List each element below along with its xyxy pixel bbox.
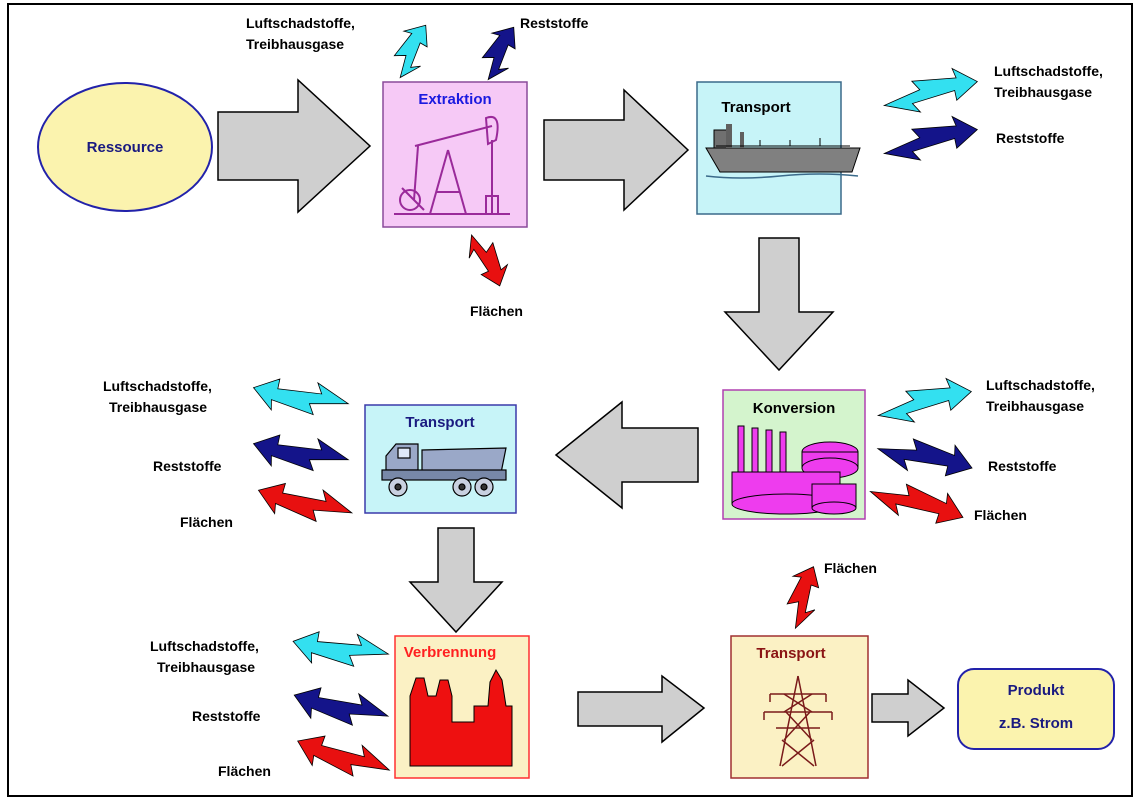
transport-power-land-bolt bbox=[786, 566, 820, 630]
tanker-ship-icon bbox=[705, 124, 861, 179]
transport-truck-air-bolt bbox=[252, 378, 350, 416]
flow-arrow-transport-produkt bbox=[871, 678, 946, 738]
transport-ship-residue-label: Reststoffe bbox=[996, 130, 1065, 146]
konversion-residue-bolt bbox=[876, 438, 973, 477]
oil-pump-icon bbox=[394, 116, 510, 215]
flow-arrow-transport-konversion bbox=[723, 237, 835, 372]
extraktion-air-label-2: Treibhausgase bbox=[246, 36, 344, 52]
flow-arrow-ressource-extraktion bbox=[217, 78, 372, 214]
transport-power-title: Transport bbox=[756, 645, 825, 662]
refinery-icon bbox=[731, 425, 859, 515]
transport-truck-air-label-2: Treibhausgase bbox=[109, 399, 207, 415]
transport-truck-residue-bolt bbox=[252, 434, 350, 472]
transport-truck-residue-label: Reststoffe bbox=[153, 458, 222, 474]
node-transport-ship: Transport bbox=[696, 81, 861, 215]
konversion-air-bolt bbox=[876, 377, 973, 423]
node-verbrennung: Verbrennung bbox=[394, 635, 530, 779]
ressource-label: Ressource bbox=[87, 139, 164, 156]
flow-arrow-transport-verbrennung bbox=[408, 527, 504, 634]
node-extraktion: Extraktion bbox=[382, 81, 528, 228]
transport-ship-air-label-2: Treibhausgase bbox=[994, 84, 1092, 100]
extraktion-title: Extraktion bbox=[418, 91, 491, 108]
node-transport-truck: Transport bbox=[364, 404, 517, 514]
power-pylon-icon bbox=[763, 675, 833, 767]
transport-truck-land-bolt bbox=[257, 482, 354, 523]
produkt-subtitle: z.B. Strom bbox=[999, 715, 1073, 732]
konversion-air-label-2: Treibhausgase bbox=[986, 398, 1084, 414]
extraktion-air-bolt bbox=[393, 24, 428, 79]
extraktion-air-label-1: Luftschadstoffe, bbox=[246, 15, 355, 31]
verbrennung-air-label-1: Luftschadstoffe, bbox=[150, 638, 259, 654]
transport-ship-title: Transport bbox=[721, 99, 790, 116]
transport-truck-air-label-1: Luftschadstoffe, bbox=[103, 378, 212, 394]
verbrennung-title: Verbrennung bbox=[404, 644, 497, 661]
transport-power-land-label: Flächen bbox=[824, 560, 877, 576]
extraktion-land-bolt bbox=[468, 233, 509, 287]
konversion-title: Konversion bbox=[753, 400, 836, 417]
konversion-residue-label: Reststoffe bbox=[988, 458, 1057, 474]
produkt-title: Produkt bbox=[1008, 682, 1065, 699]
transport-truck-land-label: Flächen bbox=[180, 514, 233, 530]
transport-ship-residue-bolt bbox=[882, 115, 979, 161]
verbrennung-air-bolt bbox=[292, 631, 390, 667]
dump-truck-icon bbox=[381, 443, 507, 497]
transport-ship-air-bolt bbox=[882, 67, 979, 113]
konversion-land-bolt bbox=[869, 483, 964, 524]
verbrennung-residue-label: Reststoffe bbox=[192, 708, 261, 724]
flow-arrow-konversion-transport bbox=[554, 400, 699, 510]
verbrennung-air-label-2: Treibhausgase bbox=[157, 659, 255, 675]
node-ressource: Ressource bbox=[37, 82, 213, 212]
verbrennung-land-label: Flächen bbox=[218, 763, 271, 779]
node-transport-power: Transport bbox=[730, 635, 869, 779]
transport-ship-air-label-1: Luftschadstoffe, bbox=[994, 63, 1103, 79]
power-plant-icon bbox=[409, 668, 513, 767]
konversion-land-label: Flächen bbox=[974, 507, 1027, 523]
transport-truck-title: Transport bbox=[405, 414, 474, 431]
extraktion-land-label: Flächen bbox=[470, 303, 523, 319]
extraktion-residue-label: Reststoffe bbox=[520, 15, 589, 31]
node-produkt: Produkt z.B. Strom bbox=[957, 668, 1115, 750]
flow-arrow-extraktion-transport bbox=[543, 88, 690, 212]
node-konversion: Konversion bbox=[722, 389, 866, 520]
konversion-air-label-1: Luftschadstoffe, bbox=[986, 377, 1095, 393]
extraktion-residue-bolt bbox=[481, 26, 516, 81]
verbrennung-land-bolt bbox=[297, 735, 391, 777]
flow-arrow-verbrennung-transport bbox=[577, 674, 706, 744]
verbrennung-residue-bolt bbox=[293, 687, 390, 726]
